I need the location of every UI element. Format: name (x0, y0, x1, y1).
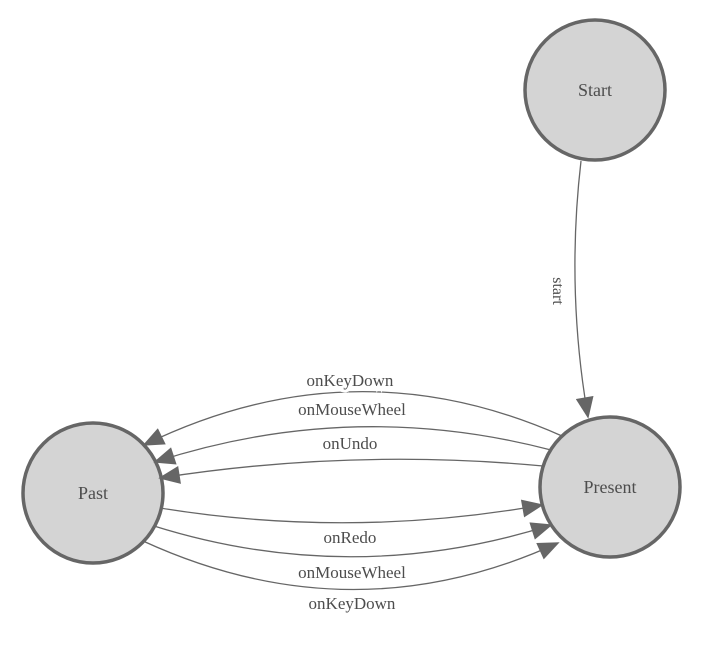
node-past-label: Past (78, 483, 108, 503)
edge-label-start: start (549, 277, 566, 305)
node-past-circle (21, 421, 165, 565)
node-present[interactable]: Present (538, 415, 682, 559)
edge-start-to-present[interactable] (574, 160, 594, 419)
node-present-label: Present (584, 477, 637, 497)
node-start-circle (523, 18, 667, 162)
edge-past-to-present-onredo[interactable] (159, 499, 544, 524)
node-start-label: Start (578, 80, 612, 100)
node-present-circle (538, 415, 682, 559)
edge-label-onredo: onRedo (324, 528, 377, 547)
edge-label-onkeydown-upper: onKeyDown (307, 371, 394, 390)
edge-label-onmousewheel-lower: onMouseWheel (298, 563, 406, 582)
edge-label-onundo: onUndo (323, 434, 378, 453)
edge-present-to-past-onkeydown[interactable] (142, 391, 563, 446)
node-start[interactable]: Start (523, 18, 667, 162)
edge-present-to-past-onundo[interactable] (158, 458, 544, 484)
edge-past-to-present-onmousewheel[interactable] (153, 522, 553, 558)
edge-label-onmousewheel-upper: onMouseWheel (298, 400, 406, 419)
edge-present-to-past-onmousewheel[interactable] (153, 426, 552, 465)
node-past[interactable]: Past (21, 421, 165, 565)
edge-label-onkeydown-lower: onKeyDown (309, 594, 396, 613)
edge-past-to-present-onkeydown[interactable] (142, 540, 560, 591)
